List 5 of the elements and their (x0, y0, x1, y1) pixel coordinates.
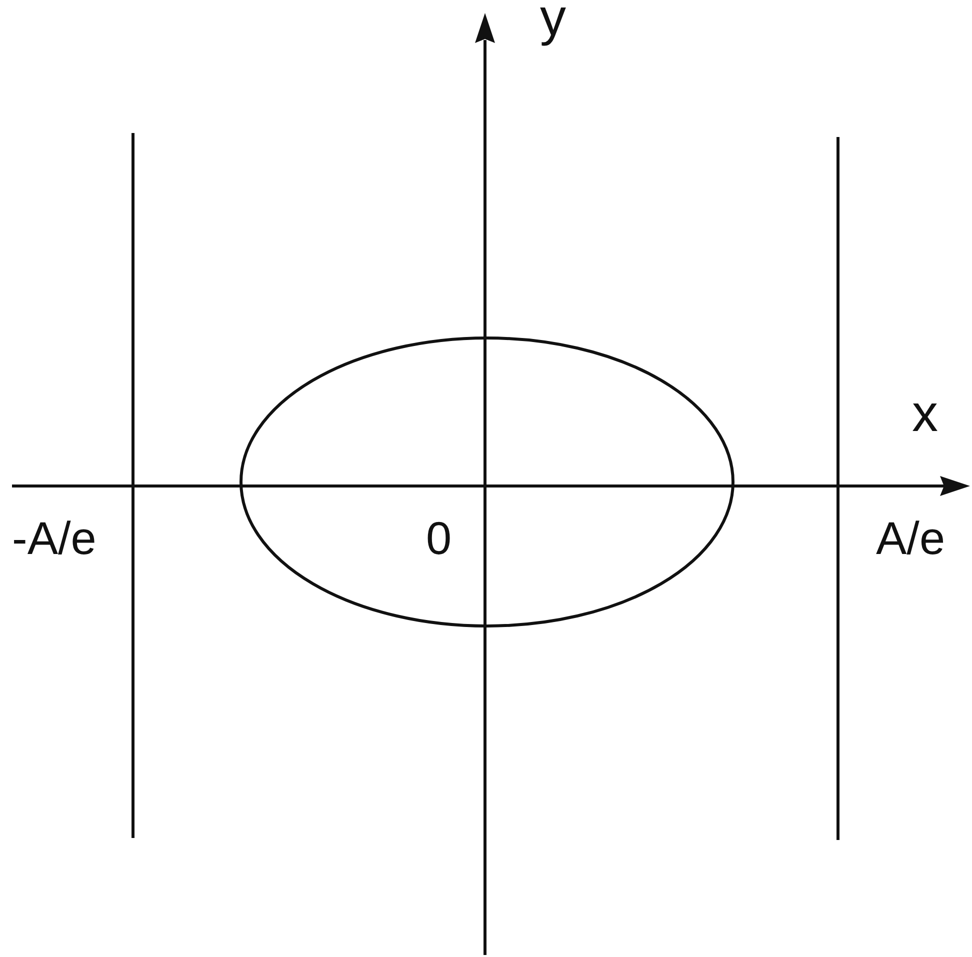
tick-label: A/e (876, 515, 946, 561)
origin-label: 0 (426, 515, 452, 561)
axis-label: y (540, 0, 566, 44)
tick-label: -A/e (12, 515, 96, 561)
axis-label: x (912, 388, 938, 440)
